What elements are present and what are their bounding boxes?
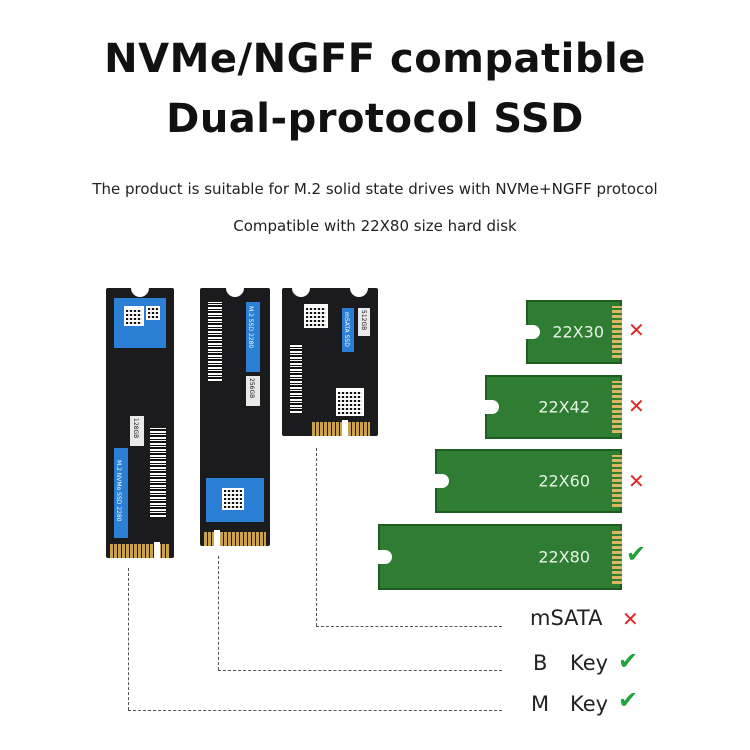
check-icon: ✔ bbox=[618, 647, 639, 675]
subtitle-size: Compatible with 22X80 size hard disk bbox=[233, 217, 517, 235]
interface-mkey-key: Key bbox=[570, 692, 609, 716]
cross-icon: ✕ bbox=[628, 394, 645, 418]
check-icon: ✔ bbox=[626, 540, 647, 568]
cross-icon: ✕ bbox=[628, 318, 645, 342]
board-22x60: 22X60 bbox=[435, 449, 622, 513]
ssd-bkey-capacity: 256GB bbox=[248, 378, 255, 399]
interface-bkey-key: Key bbox=[570, 651, 609, 675]
ssd-nvme-label: M.2 NVMe SSD 2280 bbox=[115, 460, 122, 522]
interface-msata-label: mSATA bbox=[530, 606, 603, 630]
ssd-nvme-image: M.2 NVMe SSD 2280 128GB bbox=[106, 287, 174, 558]
ssd-msata-capacity: 512GB bbox=[360, 310, 367, 331]
title-line-2: Dual-protocol SSD bbox=[166, 96, 584, 142]
ssd-msata-label: mSATA SSD bbox=[343, 312, 350, 347]
connector-bkey-horizontal bbox=[218, 670, 502, 671]
title-line-1: NVMe/NGFF compatible bbox=[104, 36, 646, 82]
cross-icon: ✕ bbox=[622, 607, 639, 631]
connector-bkey-vertical bbox=[218, 556, 219, 670]
board-22x80: 22X80 bbox=[378, 524, 622, 590]
ssd-bkey-image: M.2 SSD 2280 256GB bbox=[200, 287, 270, 546]
interface-bkey-letter: B bbox=[533, 651, 548, 675]
board-22x42-label: 22X42 bbox=[538, 397, 590, 417]
cross-icon: ✕ bbox=[628, 469, 645, 493]
board-22x30: 22X30 bbox=[526, 300, 622, 364]
ssd-bkey-label: M.2 SSD 2280 bbox=[247, 306, 254, 349]
board-22x60-label: 22X60 bbox=[538, 471, 590, 491]
connector-mkey-vertical bbox=[128, 568, 129, 710]
connector-msata-vertical bbox=[316, 448, 317, 626]
connector-msata-horizontal bbox=[316, 626, 502, 627]
subtitle-protocol: The product is suitable for M.2 solid st… bbox=[92, 180, 658, 198]
ssd-msata-image: mSATA SSD 512GB bbox=[282, 287, 378, 436]
ssd-nvme-capacity: 128GB bbox=[132, 418, 139, 439]
board-22x30-label: 22X30 bbox=[552, 322, 604, 342]
board-22x80-label: 22X80 bbox=[538, 547, 590, 567]
interface-mkey-letter: M bbox=[531, 692, 550, 716]
connector-mkey-horizontal bbox=[128, 710, 502, 711]
check-icon: ✔ bbox=[618, 686, 639, 714]
board-22x42: 22X42 bbox=[485, 375, 622, 439]
